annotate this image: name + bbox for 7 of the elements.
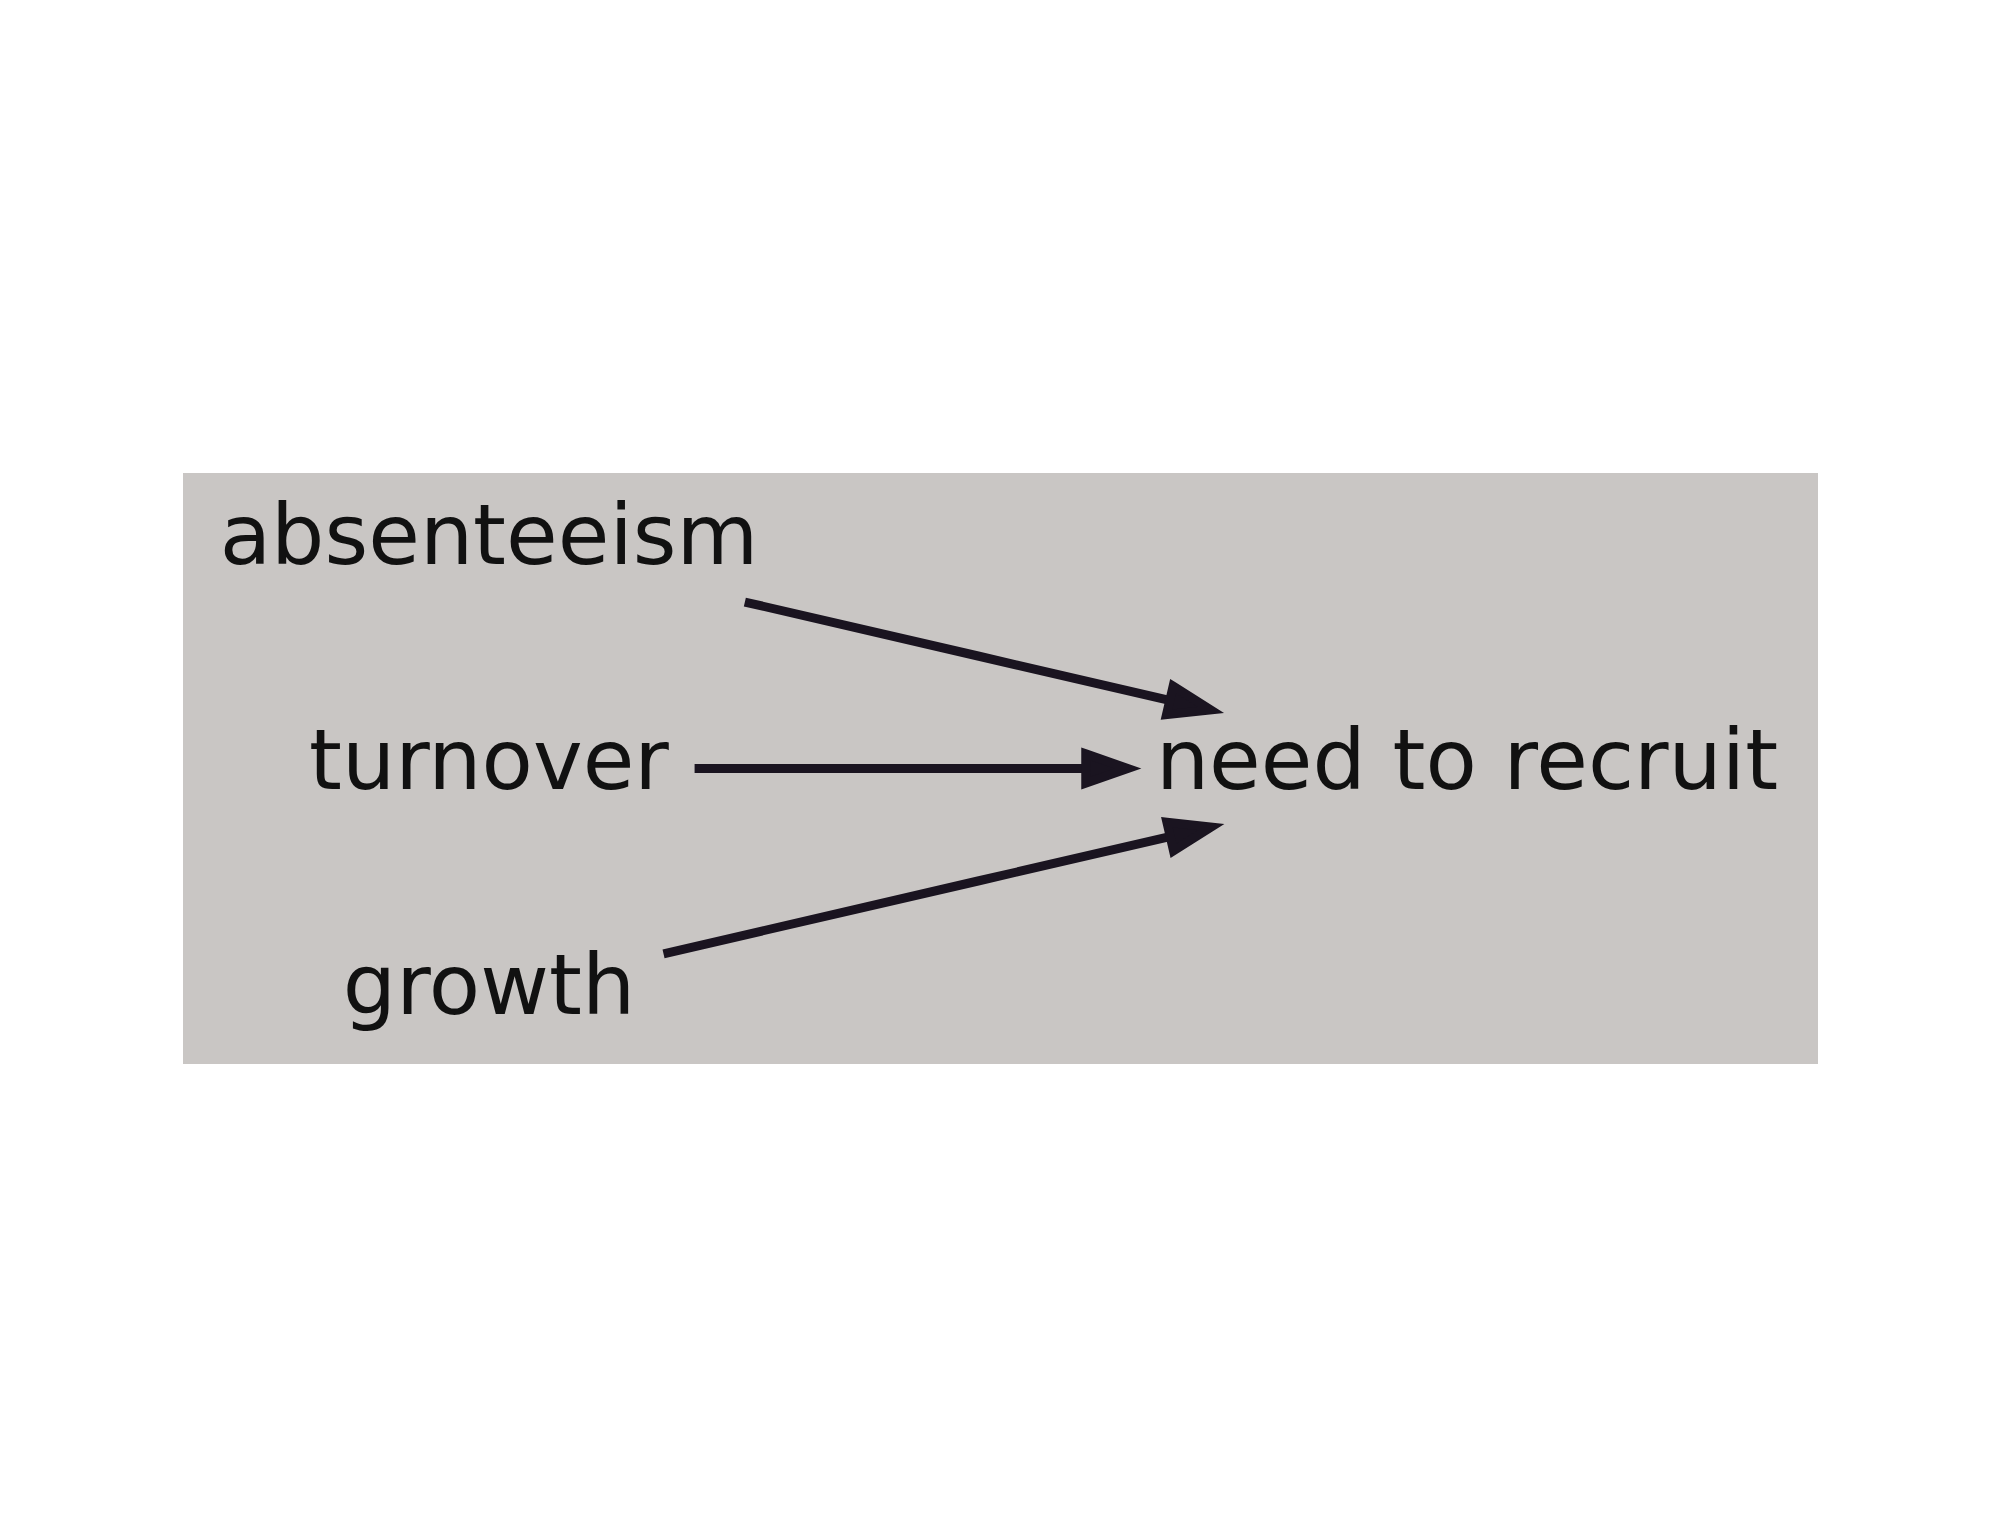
arrow [694, 747, 1141, 790]
node-text: need to recruit [1155, 711, 1778, 810]
node-text: absenteeism [219, 486, 758, 585]
arrow [743, 597, 1224, 720]
arrow [662, 817, 1224, 959]
node-text: turnover [308, 711, 669, 810]
node-text: growth [342, 936, 635, 1035]
